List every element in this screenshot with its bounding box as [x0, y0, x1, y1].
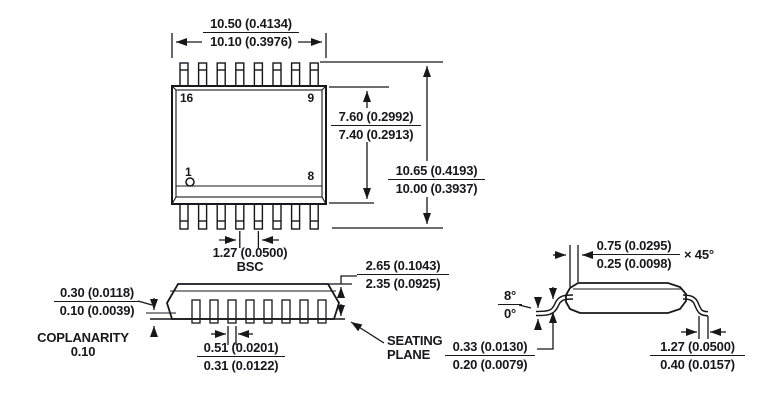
end-view-body: [565, 282, 687, 314]
end-view-package: [535, 282, 709, 317]
pin-label-8: 8: [307, 169, 315, 183]
dim-standoff-max: 0.30 (0.0118): [54, 286, 140, 302]
dim-pitch-value: 1.27 (0.0500): [212, 245, 288, 260]
dim-chamfer-suffix: × 45°: [684, 246, 714, 262]
dim-overall-depth-max: 10.65 (0.4193): [388, 164, 485, 180]
front-view-pins: [191, 299, 327, 324]
dim-overall-depth-min: 10.00 (0.3937): [395, 180, 478, 196]
dim-top-width-min: 10.10 (0.3976): [210, 33, 292, 49]
dim-foot-length-lines: [681, 316, 726, 339]
seating-plane-label: SEATING PLANE: [387, 334, 467, 362]
seating-plane-line2: PLANE: [387, 347, 431, 362]
coplanarity-value: 0.10: [70, 344, 96, 359]
dim-foot-length-max: 1.27 (0.0500): [650, 340, 745, 356]
front-view-body: [166, 283, 340, 320]
dim-pitch: 1.27 (0.0500) BSC: [204, 246, 296, 274]
dim-body-depth-max: 7.60 (0.2992): [331, 110, 421, 126]
end-view-leads: [535, 294, 709, 317]
dim-lead-width-min: 0.31 (0.0122): [203, 357, 279, 373]
dim-pitch-lines: [219, 231, 279, 248]
seating-plane-leader: [350, 321, 385, 344]
dim-top-width-max: 10.50 (0.4134): [203, 17, 299, 33]
dim-top-width: 10.50 (0.4134) 10.10 (0.3976): [203, 17, 299, 49]
dim-overall-depth-lines: [320, 61, 443, 229]
dim-height-max: 2.65 (0.1043): [357, 259, 449, 275]
dim-chamfer-min: 0.25 (0.0098): [596, 255, 672, 271]
dim-standoff: 0.30 (0.0118) 0.10 (0.0039): [54, 286, 140, 318]
dim-pitch-qualifier: BSC: [236, 259, 264, 274]
pin-label-9: 9: [307, 91, 315, 105]
dim-lead-thickness-max: 0.33 (0.0130): [445, 340, 535, 356]
coplanarity-note: COPLANARITY 0.10: [26, 331, 140, 359]
pin-label-1: 1: [185, 165, 192, 179]
dim-lead-thickness-lines: [537, 287, 557, 350]
dim-body-depth: 7.60 (0.2992) 7.40 (0.2913): [331, 110, 421, 142]
dim-chamfer: 0.75 (0.0295) 0.25 (0.0098) × 45°: [588, 239, 714, 271]
dim-lead-angle-min: 0°: [503, 305, 517, 321]
dim-lead-width-max: 0.51 (0.0201): [197, 341, 285, 357]
top-view-pins-bottom: [179, 203, 319, 230]
pin-label-16: 16: [180, 91, 193, 105]
dim-foot-length-min: 0.40 (0.0157): [660, 356, 735, 372]
top-view-pins-top: [179, 62, 319, 87]
dim-standoff-lines: [137, 298, 176, 337]
dim-body-depth-lines: [329, 86, 389, 204]
dim-overall-depth: 10.65 (0.4193) 10.00 (0.3937): [388, 164, 485, 196]
dim-foot-length: 1.27 (0.0500) 0.40 (0.0157): [650, 340, 745, 372]
dim-lead-width: 0.51 (0.0201) 0.31 (0.0122): [197, 341, 285, 373]
top-view-body: [171, 85, 327, 205]
dim-chamfer-lines: [553, 245, 593, 287]
dim-lead-angle: 8° 0°: [498, 289, 522, 321]
dim-body-depth-min: 7.40 (0.2913): [338, 126, 414, 142]
top-view-package: [171, 62, 327, 230]
dim-chamfer-max: 0.75 (0.0295): [588, 239, 680, 255]
dim-height: 2.65 (0.1043) 2.35 (0.0925): [357, 259, 449, 291]
coplanarity-label: COPLANARITY: [37, 330, 129, 345]
dim-height-min: 2.35 (0.0925): [365, 275, 441, 291]
seating-plane-line1: SEATING: [387, 333, 443, 348]
dim-lead-angle-max: 8°: [498, 289, 522, 305]
dim-lead-angle-lines: [518, 297, 542, 330]
dim-height-lines: [328, 275, 357, 316]
front-view-package: [150, 283, 345, 324]
dim-top-width-lines: [171, 33, 327, 58]
dim-lead-thickness: 0.33 (0.0130) 0.20 (0.0079): [445, 340, 535, 372]
dim-standoff-min: 0.10 (0.0039): [59, 302, 135, 318]
dim-lead-width-lines: [211, 326, 253, 345]
dim-lead-thickness-min: 0.20 (0.0079): [452, 356, 528, 372]
pin1-indicator: [185, 177, 195, 187]
